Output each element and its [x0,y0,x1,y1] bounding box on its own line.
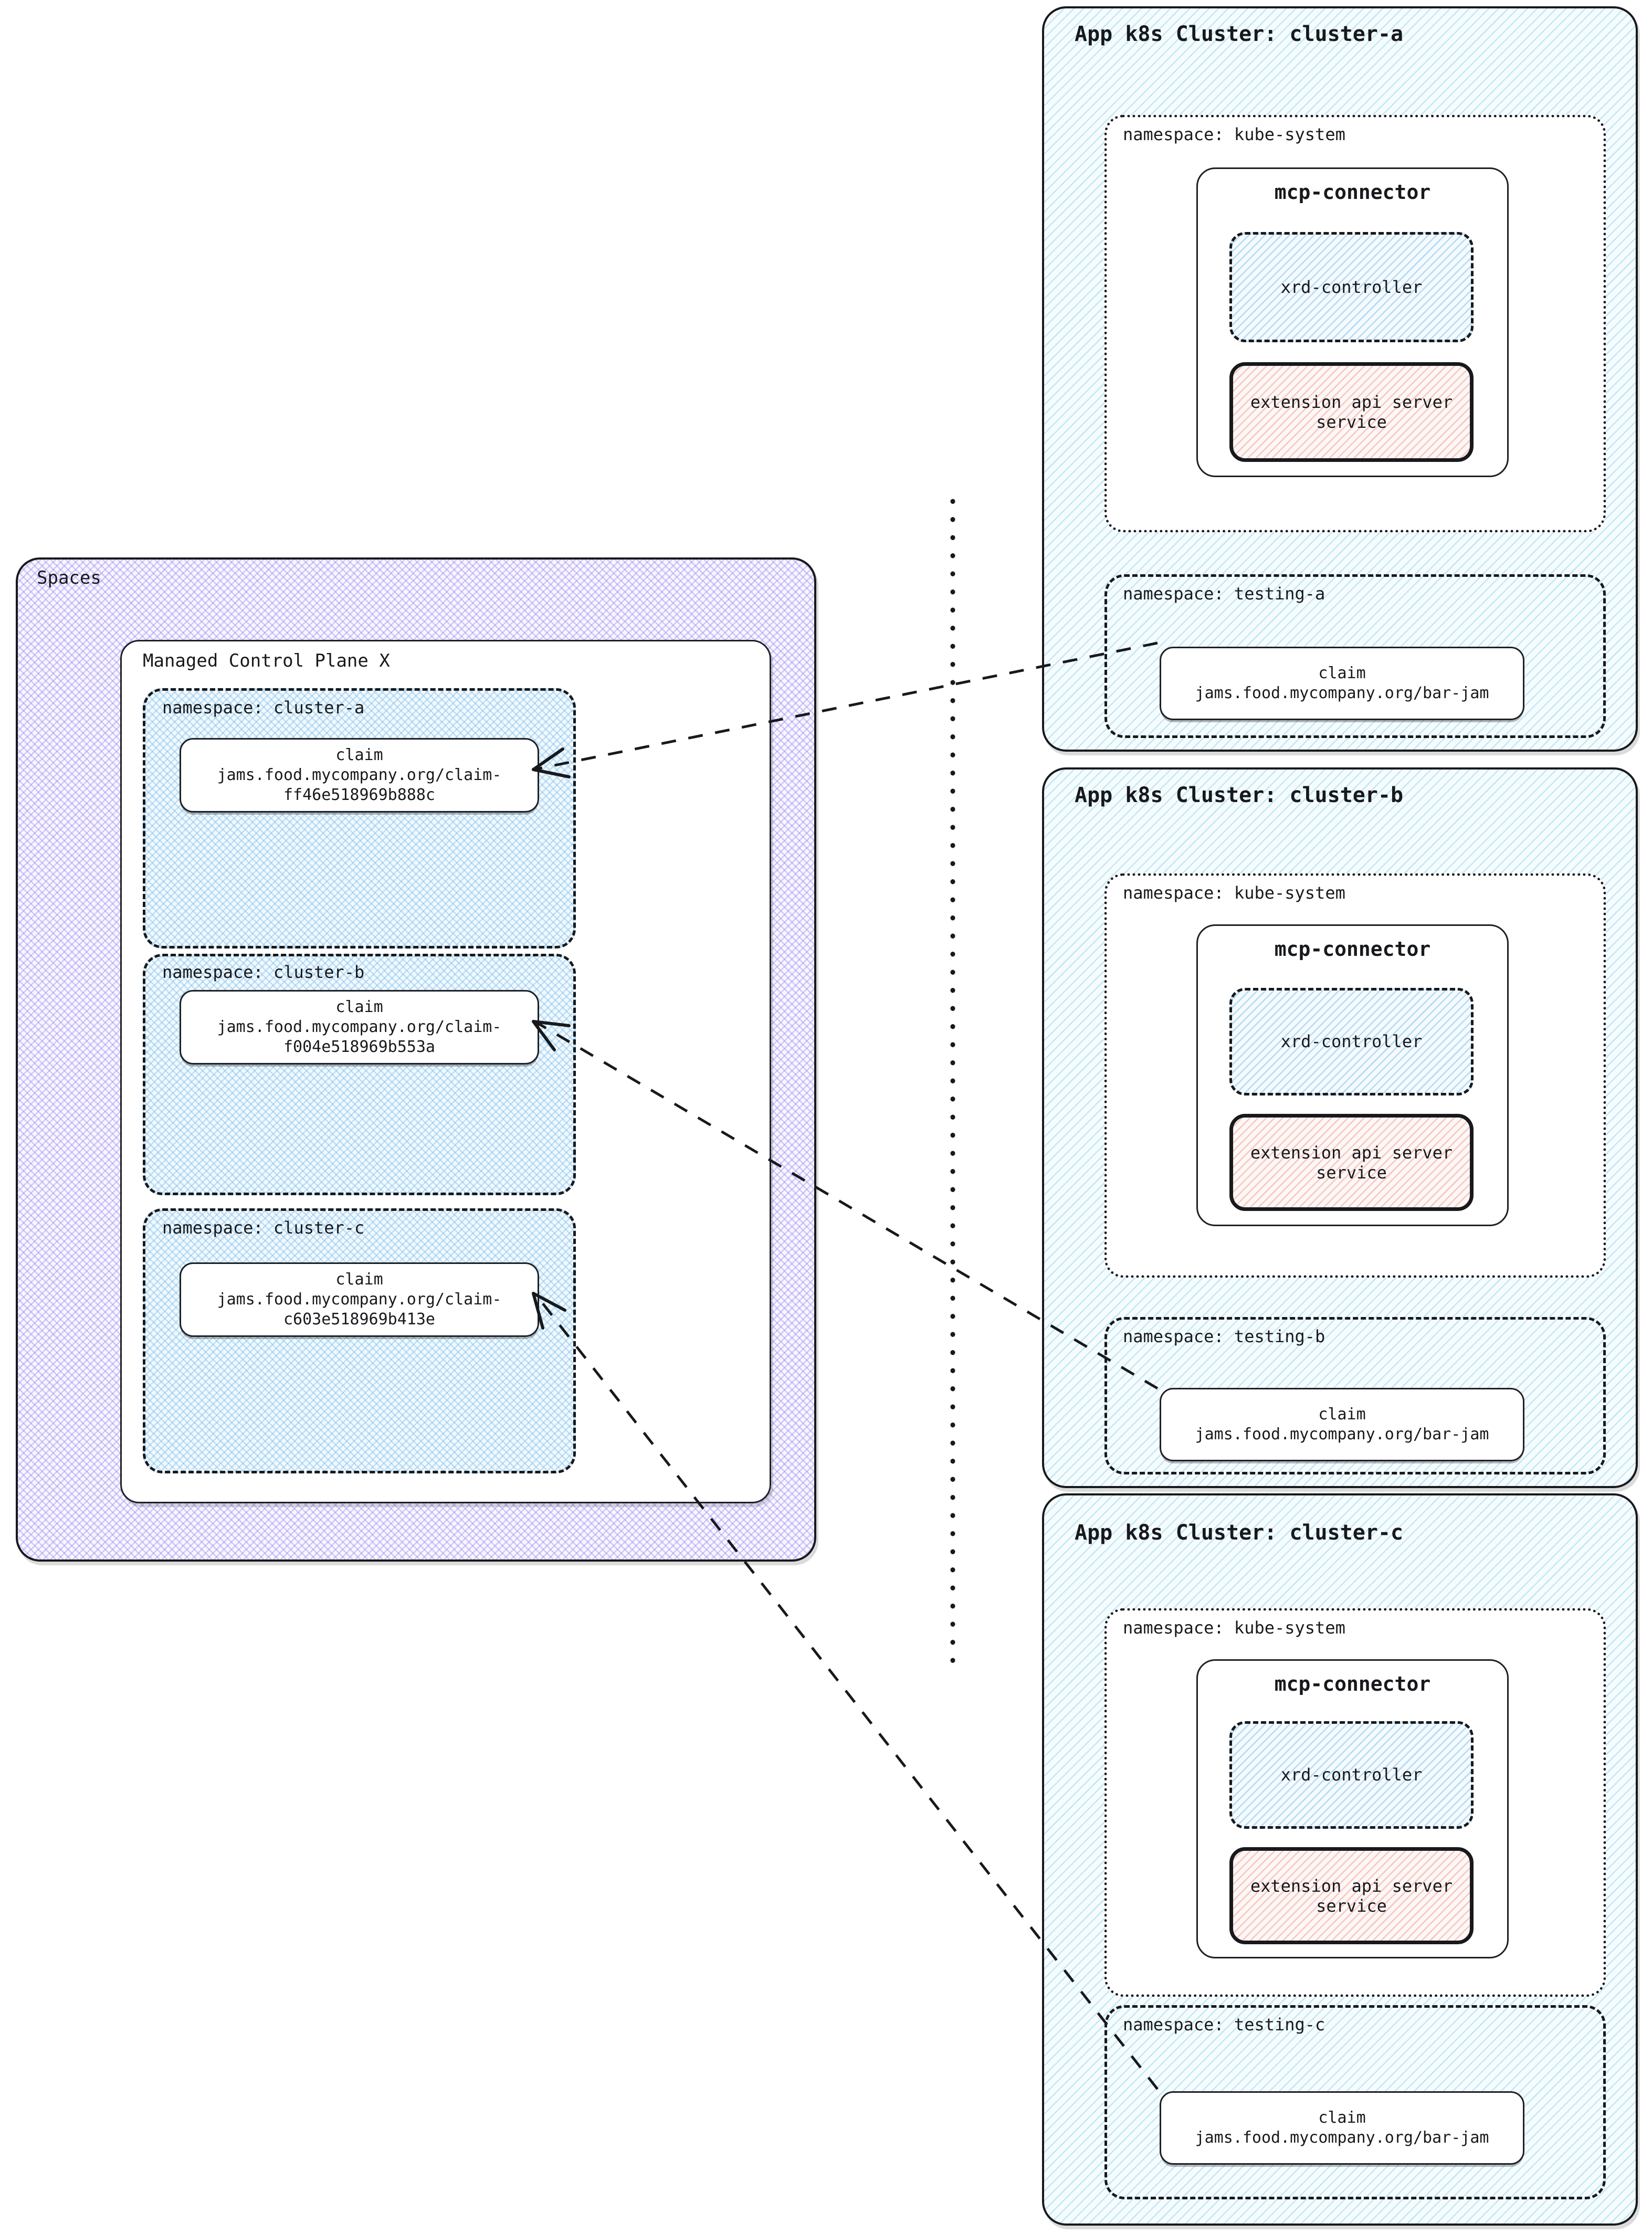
cluster-c-testing-box: namespace: testing-c claim jams.food.myc… [1104,2005,1606,2199]
xrd-controller-label: xrd-controller [1280,1031,1423,1052]
claim-title: claim [1318,1405,1366,1424]
xrd-controller-label: xrd-controller [1280,1765,1423,1785]
claim-line2: c603e518969b413e [283,1310,435,1329]
cluster-b-kube-system-box: namespace: kube-system mcp-connector xrd… [1104,873,1606,1278]
claim-line2: f004e518969b553a [283,1038,435,1056]
xrd-controller-box: xrd-controller [1229,988,1474,1095]
claim-cluster-a-box: claim jams.food.mycompany.org/claim- ff4… [180,738,539,813]
claim-line1: jams.food.mycompany.org/claim- [217,766,502,784]
mcp-connector-title: mcp-connector [1274,937,1431,961]
namespace-cluster-c-box: namespace: cluster-c claim jams.food.myc… [143,1208,576,1473]
testing-c-label: namespace: testing-c [1123,2015,1325,2035]
claim-cluster-c-box: claim jams.food.mycompany.org/claim- c60… [180,1262,539,1337]
extension-api-server-box: extension api server service [1229,362,1474,462]
namespace-cluster-c-label: namespace: cluster-c [162,1218,365,1238]
extension-api-line2: service [1316,1162,1387,1183]
cluster-c-box: App k8s Cluster: cluster-c namespace: ku… [1042,1493,1638,2226]
testing-b-label: namespace: testing-b [1123,1326,1325,1346]
extension-api-line2: service [1316,1895,1387,1916]
extension-api-line1: extension api server [1250,392,1453,412]
claim-title: claim [335,998,383,1016]
xrd-controller-box: xrd-controller [1229,232,1474,342]
mcp-connector-box: mcp-connector xrd-controller extension a… [1196,924,1509,1226]
claim-line1: jams.food.mycompany.org/claim- [217,1018,502,1036]
extension-api-server-box: extension api server service [1229,1847,1474,1944]
managed-control-plane-box: Managed Control Plane X namespace: clust… [120,640,771,1503]
cluster-b-testing-box: namespace: testing-b claim jams.food.myc… [1104,1317,1606,1474]
claim-title: claim [335,746,383,764]
kube-system-label: namespace: kube-system [1123,124,1345,144]
cluster-c-kube-system-box: namespace: kube-system mcp-connector xrd… [1104,1608,1606,1997]
mcp-connector-title: mcp-connector [1274,1672,1431,1695]
claim-bar-jam-box-b: claim jams.food.mycompany.org/bar-jam [1160,1388,1524,1461]
mcp-connector-box: mcp-connector xrd-controller extension a… [1196,1659,1509,1958]
kube-system-label: namespace: kube-system [1123,1618,1345,1638]
managed-control-plane-label: Managed Control Plane X [143,650,390,671]
claim-bar-jam-box-c: claim jams.food.mycompany.org/bar-jam [1160,2091,1524,2165]
namespace-cluster-a-label: namespace: cluster-a [162,698,365,718]
claim-cluster-b-box: claim jams.food.mycompany.org/claim- f00… [180,990,539,1065]
claim-line2: ff46e518969b888c [283,786,435,804]
claim-line1: jams.food.mycompany.org/bar-jam [1195,684,1489,702]
cluster-c-title: App k8s Cluster: cluster-c [1075,1521,1404,1545]
kube-system-label: namespace: kube-system [1123,883,1345,903]
xrd-controller-box: xrd-controller [1229,1721,1474,1829]
spaces-label: Spaces [37,567,101,588]
cluster-a-box: App k8s Cluster: cluster-a namespace: ku… [1042,6,1638,752]
cluster-a-kube-system-box: namespace: kube-system mcp-connector xrd… [1104,115,1606,532]
xrd-controller-label: xrd-controller [1280,277,1423,297]
cluster-a-title: App k8s Cluster: cluster-a [1075,22,1404,46]
cluster-a-testing-box: namespace: testing-a claim jams.food.myc… [1104,574,1606,738]
extension-api-server-box: extension api server service [1229,1114,1474,1211]
claim-line1: jams.food.mycompany.org/claim- [217,1290,502,1309]
testing-a-label: namespace: testing-a [1123,584,1325,604]
claim-title: claim [335,1270,383,1289]
cluster-b-title: App k8s Cluster: cluster-b [1075,783,1404,807]
mcp-connector-box: mcp-connector xrd-controller extension a… [1196,167,1509,477]
extension-api-line2: service [1316,412,1387,432]
spaces-box: Spaces Managed Control Plane X namespace… [16,557,816,1562]
claim-title: claim [1318,664,1366,682]
claim-line1: jams.food.mycompany.org/bar-jam [1195,2128,1489,2147]
extension-api-line1: extension api server [1250,1875,1453,1896]
namespace-cluster-b-box: namespace: cluster-b claim jams.food.myc… [143,954,576,1195]
claim-bar-jam-box-a: claim jams.food.mycompany.org/bar-jam [1160,647,1524,720]
namespace-cluster-a-box: namespace: cluster-a claim jams.food.myc… [143,688,576,949]
claim-line1: jams.food.mycompany.org/bar-jam [1195,1425,1489,1443]
cluster-b-box: App k8s Cluster: cluster-b namespace: ku… [1042,767,1638,1488]
mcp-connector-title: mcp-connector [1274,181,1431,204]
namespace-cluster-b-label: namespace: cluster-b [162,962,365,982]
extension-api-line1: extension api server [1250,1142,1453,1163]
claim-title: claim [1318,2109,1366,2127]
